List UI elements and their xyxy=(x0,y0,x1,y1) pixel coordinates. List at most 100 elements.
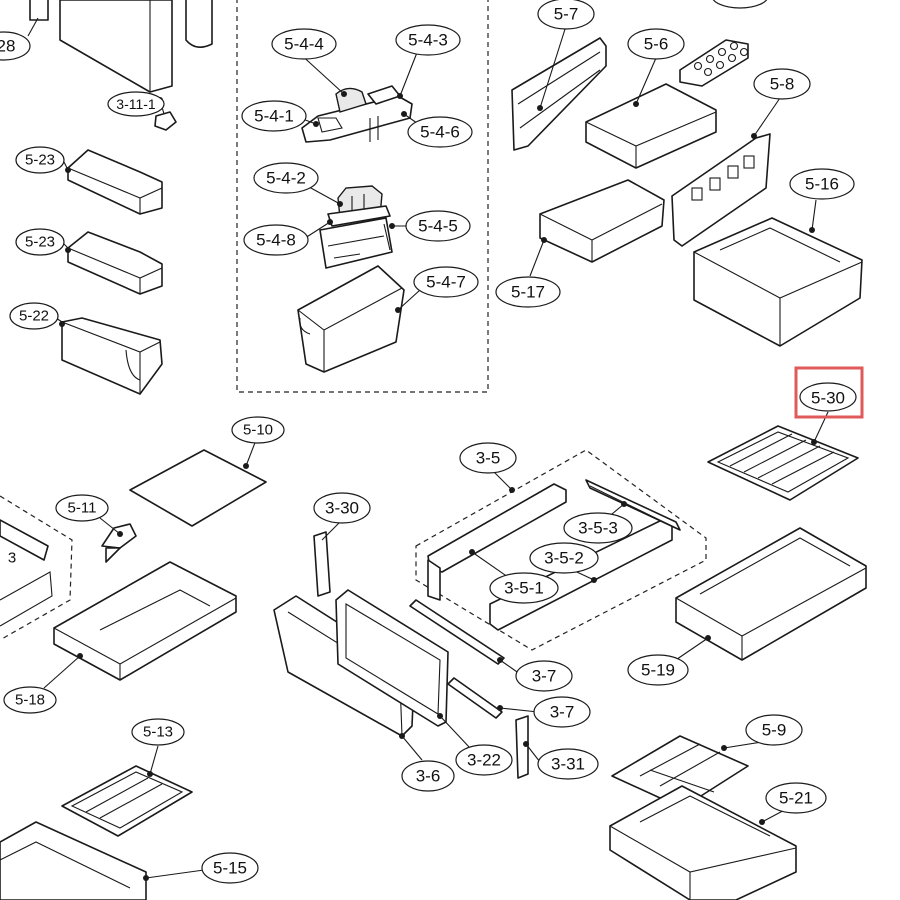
callout-5-15: 5-15 xyxy=(201,852,259,884)
svg-text:5-15: 5-15 xyxy=(213,859,247,878)
callout-5-11: 5-11 xyxy=(55,494,109,522)
callout-5-8: 5-8 xyxy=(753,68,811,100)
ice-bucket-5-4-5 xyxy=(319,217,393,269)
rail-3-30 xyxy=(313,531,331,597)
callout-5-4-1: 5-4-1 xyxy=(241,100,307,132)
door-bin-5-22 xyxy=(61,317,163,395)
shelf-5-13 xyxy=(61,765,193,837)
dashed-group-left xyxy=(0,495,73,641)
bin-5-21 xyxy=(609,785,797,900)
callout-5-4-4: 5-4-4 xyxy=(271,28,337,60)
callout-3-left: 3 xyxy=(8,550,16,567)
svg-text:5-4-7: 5-4-7 xyxy=(426,273,466,292)
svg-text:5-11: 5-11 xyxy=(68,500,97,517)
callout-5-13: 5-13 xyxy=(131,718,185,746)
svg-text:3-30: 3-30 xyxy=(325,499,359,518)
svg-text:5-30: 5-30 xyxy=(811,389,845,408)
callout-3-5: 3-5 xyxy=(459,442,517,474)
svg-text:5-19: 5-19 xyxy=(641,661,675,680)
shelf-5-30 xyxy=(707,425,859,501)
callout-5-7: 5-7 xyxy=(537,0,595,30)
svg-text:5-17: 5-17 xyxy=(511,283,545,302)
svg-text:3-22: 3-22 xyxy=(467,751,501,770)
tray-5-18 xyxy=(53,561,237,681)
leader-dots xyxy=(59,91,817,881)
svg-text:5-9: 5-9 xyxy=(762,721,787,740)
svg-text:5-13: 5-13 xyxy=(143,724,173,741)
svg-text:3-5-1: 3-5-1 xyxy=(504,579,544,598)
svg-text:3: 3 xyxy=(8,550,16,567)
callout-5-4-6: 5-4-6 xyxy=(407,116,473,148)
callout-5-4-8: 5-4-8 xyxy=(243,224,309,256)
callout-5-23-lower: 5-23 xyxy=(15,228,65,256)
svg-text:5-4-1: 5-4-1 xyxy=(254,107,294,126)
svg-text:5-21: 5-21 xyxy=(779,789,813,808)
svg-text:5-7: 5-7 xyxy=(554,5,579,24)
callout-3-7-upper: 3-7 xyxy=(515,660,573,692)
svg-text:5-4-5: 5-4-5 xyxy=(418,217,458,236)
callout-3-11-1: 3-11-1 xyxy=(107,91,165,117)
callout-5-4-2: 5-4-2 xyxy=(253,162,319,194)
svg-text:5-23: 5-23 xyxy=(25,234,55,251)
svg-text:3-11-1: 3-11-1 xyxy=(116,96,156,112)
shelf-5-10 xyxy=(129,449,267,527)
drawer-5-17 xyxy=(539,179,665,263)
svg-text:3-31: 3-31 xyxy=(551,755,585,774)
svg-text:5-16: 5-16 xyxy=(805,175,839,194)
svg-text:5-4-3: 5-4-3 xyxy=(408,31,448,50)
highlight-box xyxy=(794,366,864,419)
callout-3-5-1: 3-5-1 xyxy=(489,572,559,604)
callout-5-22: 5-22 xyxy=(9,302,59,330)
callout-5-17: 5-17 xyxy=(495,276,561,308)
svg-text:5-10: 5-10 xyxy=(243,422,273,439)
callout-5-16: 5-16 xyxy=(789,168,855,200)
callout-3-6: 3-6 xyxy=(401,760,455,792)
callout-5-18: 5-18 xyxy=(3,686,57,714)
callout-5-10: 5-10 xyxy=(231,416,285,444)
callout-5-21: 5-21 xyxy=(765,782,827,814)
svg-text:5-22: 5-22 xyxy=(19,308,49,325)
svg-text:28: 28 xyxy=(0,37,15,56)
ice-container-5-4-7 xyxy=(297,265,405,373)
svg-text:3-5-3: 3-5-3 xyxy=(578,519,618,538)
svg-text:3-5-2: 3-5-2 xyxy=(544,549,584,568)
callout-3-22: 3-22 xyxy=(455,744,513,776)
callout-3-30: 3-30 xyxy=(313,492,371,524)
callout-5-4-7: 5-4-7 xyxy=(413,266,479,298)
door-bin-5-23-lower xyxy=(67,231,163,295)
callout-3-5-2: 3-5-2 xyxy=(529,542,599,574)
callout-3-5-3: 3-5-3 xyxy=(563,512,633,544)
bin-5-15 xyxy=(0,821,147,900)
callout-3-31: 3-31 xyxy=(537,748,599,780)
door-panel xyxy=(29,0,213,93)
callout-5-19: 5-19 xyxy=(627,654,689,686)
door-bin-5-23-upper xyxy=(67,149,163,215)
callout-3-7-lower: 3-7 xyxy=(533,696,591,728)
callout-5-23-upper: 5-23 xyxy=(15,146,65,174)
scoop-5-11 xyxy=(101,523,137,563)
callout-5-4-5: 5-4-5 xyxy=(405,210,471,242)
drawer-5-6 xyxy=(585,83,717,169)
callout-5-6: 5-6 xyxy=(627,28,685,60)
svg-text:5-18: 5-18 xyxy=(15,692,45,709)
callout-28: 28 xyxy=(0,31,31,61)
svg-text:5-4-8: 5-4-8 xyxy=(256,231,296,250)
svg-text:3-7: 3-7 xyxy=(550,703,575,722)
rails-3-7 xyxy=(409,599,505,719)
svg-text:5-4-6: 5-4-6 xyxy=(420,123,460,142)
ice-tray-assembly-5-4-1 xyxy=(301,85,413,143)
drawer-5-19 xyxy=(675,527,867,661)
egg-tray xyxy=(679,39,749,87)
svg-text:5-6: 5-6 xyxy=(644,35,669,54)
svg-text:3-6: 3-6 xyxy=(416,767,441,786)
callout-5-4-3: 5-4-3 xyxy=(395,24,461,56)
svg-text:5-4-4: 5-4-4 xyxy=(284,35,324,54)
crisper-5-16 xyxy=(693,217,863,347)
svg-text:5-23: 5-23 xyxy=(25,152,55,169)
shelf-5-9 xyxy=(611,735,749,809)
svg-text:5-8: 5-8 xyxy=(770,75,795,94)
callout-5-9: 5-9 xyxy=(745,714,803,746)
callout-5-30: 5-30 xyxy=(794,366,864,419)
svg-text:3-7: 3-7 xyxy=(532,667,557,686)
